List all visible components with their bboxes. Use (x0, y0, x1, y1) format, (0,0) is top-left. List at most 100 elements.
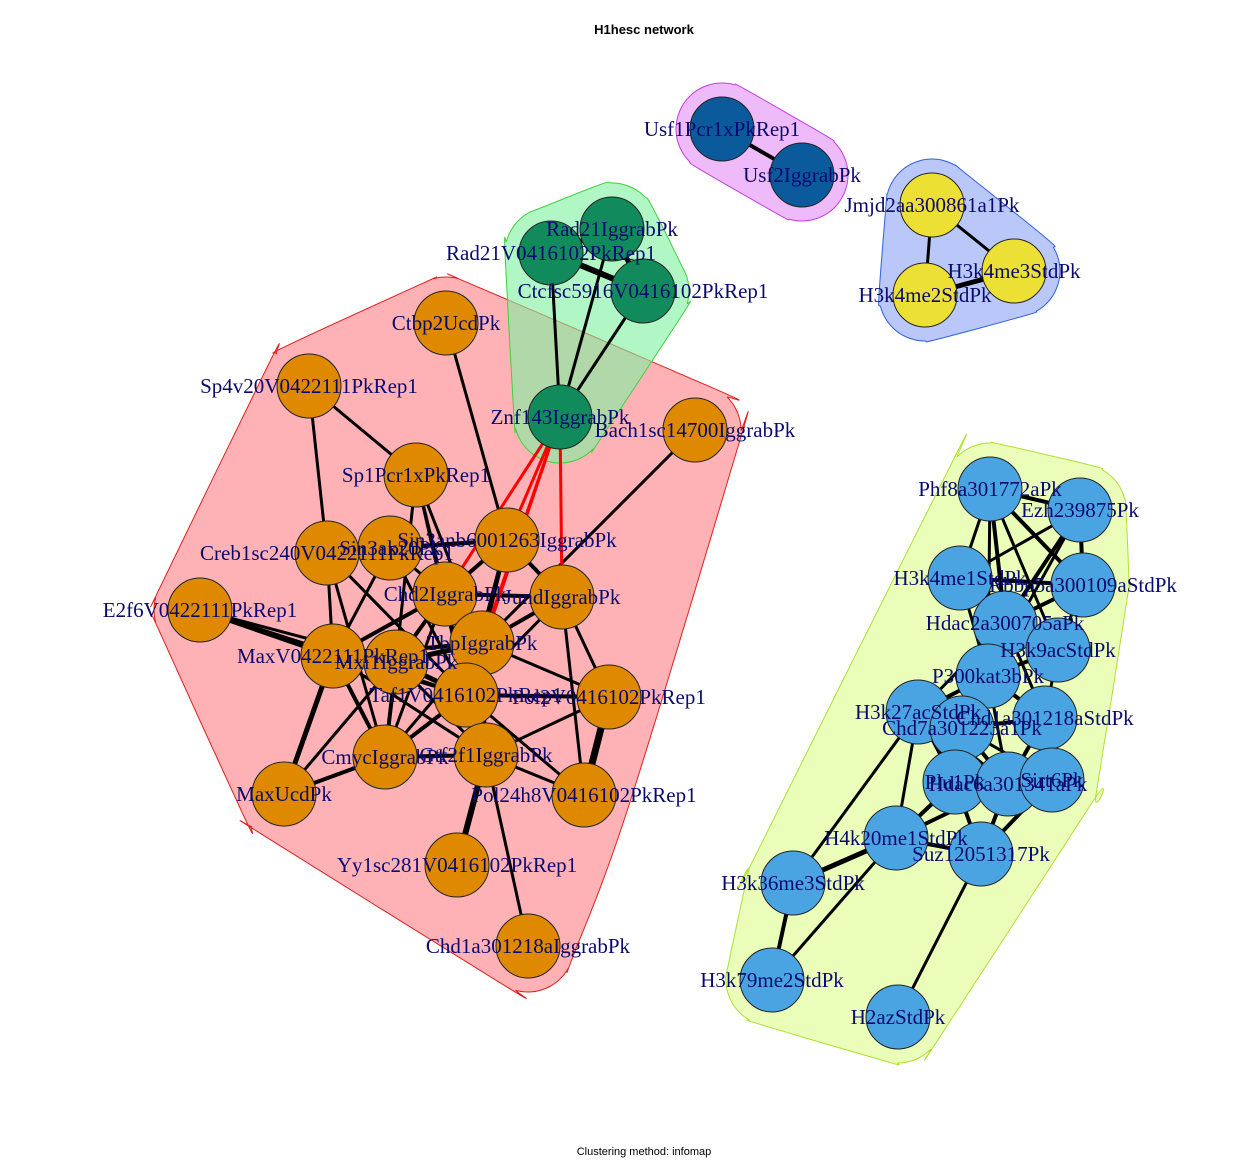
node-label-Znf143IggrabPk: Znf143IggrabPk (491, 405, 630, 429)
node-label-Creb1sc240V0422111PkRep1: Creb1sc240V0422111PkRep1 (200, 541, 454, 565)
node-Sin3ak20Pk[interactable] (357, 515, 423, 581)
node-Rad21IggrabPk[interactable] (579, 196, 645, 262)
node-label-Suz12051317Pk: Suz12051317Pk (912, 842, 1050, 866)
node-label-Plu1Pk: Plu1Pk (925, 770, 986, 794)
node-Sirt6Pk[interactable] (1019, 747, 1085, 813)
edge-19 (325, 551, 468, 697)
node-label-Hdac6a301341aPk: Hdac6a301341aPk (929, 772, 1088, 796)
node-label-Usf1Pcr1xPkRep1: Usf1Pcr1xPkRep1 (644, 117, 800, 141)
node-Sin3anb6001263IggrabPk[interactable] (474, 507, 540, 573)
node-label-Rad21V0416102PkRep1: Rad21V0416102PkRep1 (446, 241, 656, 265)
node-label-Usf2IggrabPk: Usf2IggrabPk (743, 163, 861, 187)
node-P300kat3bPk[interactable] (955, 643, 1021, 709)
edge-13 (480, 428, 697, 645)
edge-116 (791, 710, 920, 885)
node-Rad21V0416102PkRep1[interactable] (518, 220, 584, 286)
node-label-Mxi1IggrabPk: Mxi1IggrabPk (335, 650, 458, 674)
node-Taf1V0416102PkRep1[interactable] (433, 662, 499, 728)
node-label-TbpIggrabPk: TbpIggrabPk (427, 631, 538, 655)
node-H3k36me3StdPk[interactable] (760, 850, 826, 916)
node-label-Ctbp2UcdPk: Ctbp2UcdPk (392, 311, 501, 335)
edge-10 (444, 321, 509, 542)
node-label-E2f6V0422111PkRep1: E2f6V0422111PkRep1 (103, 598, 297, 622)
node-label-H3k4me1StdPk: H3k4me1StdPk (893, 566, 1027, 590)
node-label-Rbbp5a300109aStdPk: Rbbp5a300109aStdPk (989, 573, 1177, 597)
node-Sp1Pcr1xPkRep1[interactable] (383, 442, 449, 508)
node-label-H3k9acStdPk: H3k9acStdPk (1000, 638, 1116, 662)
node-label-MaxUcdPk: MaxUcdPk (236, 782, 332, 806)
node-Suz12051317Pk[interactable] (948, 821, 1014, 887)
node-label-MaxV0422111PkRep1: MaxV0422111PkRep1 (237, 644, 429, 668)
node-label-Gtf2f1IggrabPk: Gtf2f1IggrabPk (420, 743, 553, 767)
node-Chd2IggrabPk[interactable] (412, 561, 478, 627)
node-Pol24h8V0416102PkRep1[interactable] (551, 762, 617, 828)
edge-3 (558, 227, 614, 419)
node-label-Taf1V0416102PkRep1: Taf1V0416102PkRep1 (369, 683, 562, 707)
node-H2azStdPk[interactable] (865, 984, 931, 1050)
node-label-H3k79me2StdPk: H3k79me2StdPk (700, 968, 844, 992)
node-label-H3k27acStdPk: H3k27acStdPk (855, 700, 982, 724)
node-label-Bach1sc14700IggrabPk: Bach1sc14700IggrabPk (595, 418, 796, 442)
node-label-Chd2IggrabPk: Chd2IggrabPk (384, 582, 507, 606)
node-H3k4me1StdPk[interactable] (927, 545, 993, 611)
node-Ctcfsc5916V0416102PkRep1[interactable] (610, 258, 676, 324)
node-Gtf2f1IggrabPk[interactable] (453, 722, 519, 788)
node-H3k79me2StdPk[interactable] (739, 947, 805, 1013)
node-label-Sin3ak20Pk: Sin3ak20Pk (339, 536, 441, 560)
node-label-CmycIggrabPk: CmycIggrabPk (321, 745, 449, 769)
node-Chd1a301218aIggrabPk[interactable] (495, 913, 561, 979)
node-label-Sp4v20V0422111PkRep1: Sp4v20V0422111PkRep1 (200, 374, 418, 398)
node-label-Sin3anb6001263IggrabPk: Sin3anb6001263IggrabPk (397, 528, 617, 552)
node-label-H2azStdPk: H2azStdPk (851, 1005, 946, 1029)
node-Bach1sc14700IggrabPk[interactable] (662, 397, 728, 463)
node-E2f6V0422111PkRep1[interactable] (167, 577, 233, 643)
chart-subtitle: Clustering method: infomap (577, 1146, 712, 1158)
node-Phf8a301772aPk[interactable] (957, 456, 1023, 522)
node-label-Pol24h8V0416102PkRep1: Pol24h8V0416102PkRep1 (471, 783, 696, 807)
node-H3k4me3StdPk[interactable] (981, 238, 1047, 304)
node-H4k20me1StdPk[interactable] (863, 805, 929, 871)
node-Yy1sc281V0416102PkRep1[interactable] (424, 832, 490, 898)
node-Rbbp5a300109aStdPk[interactable] (1050, 552, 1116, 618)
node-label-Sp1Pcr1xPkRep1: Sp1Pcr1xPkRep1 (342, 463, 490, 487)
node-Jmjd2aa300861a1Pk[interactable] (899, 172, 965, 238)
node-JundIggrabPk[interactable] (529, 564, 595, 630)
node-label-H3k4me2StdPk: H3k4me2StdPk (858, 283, 992, 307)
node-label-H3k36me3StdPk: H3k36me3StdPk (721, 871, 865, 895)
node-CmycIggrabPk[interactable] (352, 724, 418, 790)
node-Znf143IggrabPk[interactable] (527, 384, 593, 450)
cluster-hull-yellow (724, 433, 1131, 1066)
node-label-Pol2V0416102PkRep1: Pol2V0416102PkRep1 (512, 685, 706, 709)
node-Ctbp2UcdPk[interactable] (413, 290, 479, 356)
node-H3k9acStdPk[interactable] (1025, 617, 1091, 683)
node-label-Chd7a301223a1Pk: Chd7a301223a1Pk (882, 716, 1042, 740)
node-label-Ezh239875Pk: Ezh239875Pk (1021, 498, 1139, 522)
node-MaxUcdPk[interactable] (251, 761, 317, 827)
node-label-Chd1a301218aIggrabPk: Chd1a301218aIggrabPk (426, 934, 631, 958)
node-H3k4me2StdPk[interactable] (892, 262, 958, 328)
node-label-Sirt6Pk: Sirt6Pk (1020, 768, 1084, 792)
node-label-Yy1sc281V0416102PkRep1: Yy1sc281V0416102PkRep1 (337, 853, 577, 877)
node-label-P300kat3bPk: P300kat3bPk (932, 664, 1045, 688)
node-label-Chd1a301218aStdPk: Chd1a301218aStdPk (956, 706, 1134, 730)
node-label-JundIggrabPk: JundIggrabPk (504, 585, 621, 609)
node-Sp4v20V0422111PkRep1[interactable] (276, 353, 342, 419)
node-label-H4k20me1StdPk: H4k20me1StdPk (824, 826, 968, 850)
node-Pol2V0416102PkRep1[interactable] (576, 664, 642, 730)
chart-title: H1hesc network (594, 22, 694, 37)
node-label-Phf8a301772aPk: Phf8a301772aPk (918, 477, 1062, 501)
node-label-Rad21IggrabPk: Rad21IggrabPk (546, 217, 678, 241)
node-label-Ctcfsc5916V0416102PkRep1: Ctcfsc5916V0416102PkRep1 (518, 279, 769, 303)
cross-edge-1 (443, 416, 562, 595)
node-label-Hdac2a300705aPk: Hdac2a300705aPk (926, 611, 1085, 635)
node-label-H3k4me3StdPk: H3k4me3StdPk (947, 259, 1081, 283)
node-Usf2IggrabPk[interactable] (769, 142, 835, 208)
edge-67 (484, 753, 530, 948)
node-Usf1Pcr1xPkRep1[interactable] (689, 96, 755, 162)
node-Ezh239875Pk[interactable] (1047, 477, 1113, 543)
node-label-Jmjd2aa300861a1Pk: Jmjd2aa300861a1Pk (845, 193, 1020, 217)
node-labels: Ctbp2UcdPkSp4v20V0422111PkRep1Bach1sc147… (103, 117, 1178, 1029)
node-Mxi1IggrabPk[interactable] (363, 629, 429, 695)
nodes (167, 96, 1116, 1050)
